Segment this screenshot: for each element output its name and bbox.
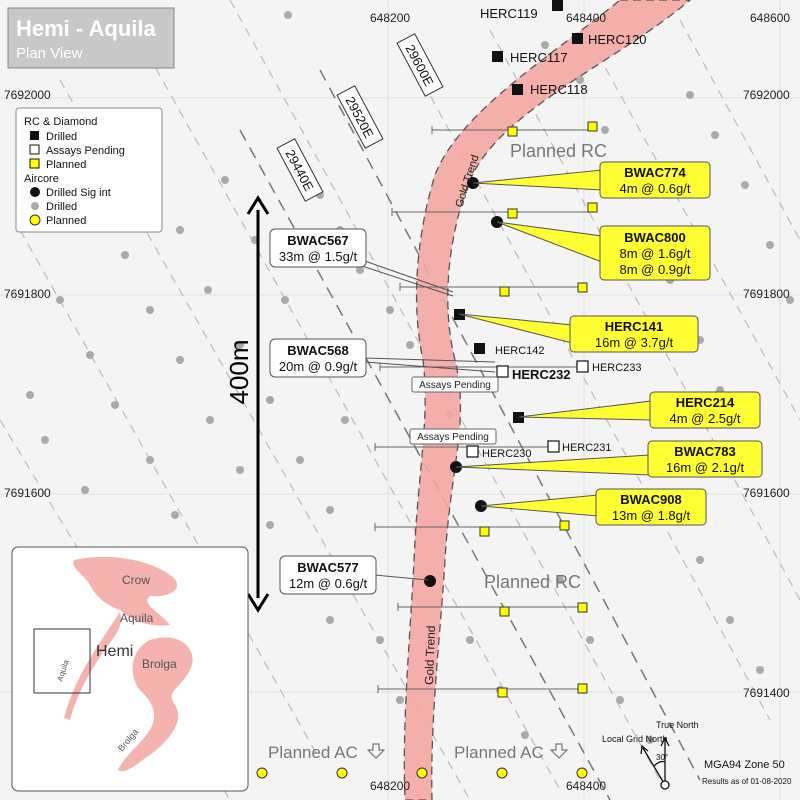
easting-label-top-1: 648200 (370, 11, 410, 25)
inset-label-crow: Crow (122, 573, 150, 587)
callout-bwac908: BWAC908 13m @ 1.8g/t (595, 488, 707, 526)
northing-label-4: 7691400 (743, 686, 790, 700)
callout-bwac800: BWAC800 8m @ 1.6g/t 8m @ 0.9g/t (599, 225, 711, 281)
svg-text:Assays Pending: Assays Pending (419, 380, 491, 391)
planned-ac-left: Planned AC (268, 743, 358, 762)
planned-rc-upper: Planned RC (510, 141, 607, 161)
legend-rc-drilled: Drilled (46, 131, 77, 143)
assays-pending-tag-1: Assays Pending (411, 376, 499, 393)
north-arrows (640, 736, 670, 790)
assays-pending-tag-2: Assays Pending (409, 428, 497, 445)
inset-map: Crow Aquila Hemi Brolga Aquila Brolga (11, 546, 249, 792)
legend-rc-pending: Assays Pending (46, 145, 125, 157)
scale-bar-label: 400m (224, 339, 254, 404)
svg-text:20m @ 0.9g/t: 20m @ 0.9g/t (279, 359, 358, 374)
callout-bwac568: BWAC568 20m @ 0.9g/t (269, 338, 367, 378)
callout-bwac567: BWAC567 33m @ 1.5g/t (269, 228, 367, 268)
hole-label-herc231: HERC231 (562, 442, 612, 454)
svg-text:BWAC800: BWAC800 (624, 230, 685, 245)
hole-label-herc233: HERC233 (592, 362, 642, 374)
easting-label-top-2: 648400 (566, 11, 606, 25)
northing-label-2: 7691800 (743, 287, 790, 301)
planned-rc-lower: Planned RC (484, 572, 581, 592)
legend: RC & Diamond Drilled Assays Pending Plan… (15, 107, 163, 233)
svg-text:BWAC774: BWAC774 (624, 165, 686, 180)
northing-label-left-2: 7691600 (4, 486, 51, 500)
callout-herc141: HERC141 16m @ 3.7g/t (569, 315, 699, 353)
svg-text:BWAC577: BWAC577 (297, 560, 358, 575)
gold-trend-label-lower: Gold Trend (422, 625, 438, 685)
easting-label-top-3: 648600 (750, 11, 790, 25)
northing-label-left-3: 7692000 (4, 88, 51, 102)
svg-text:13m @ 1.8g/t: 13m @ 1.8g/t (612, 508, 691, 523)
planned-ac-holes (256, 767, 588, 779)
svg-text:8m @ 0.9g/t: 8m @ 0.9g/t (619, 262, 690, 277)
hole-label-herc230: HERC230 (482, 448, 532, 460)
callout-leaders (361, 169, 652, 581)
north-angle-label: 30° (656, 753, 668, 762)
easting-label-bottom-2: 648400 (566, 779, 606, 793)
northing-label-1: 7692000 (743, 88, 790, 102)
callout-herc214: HERC214 4m @ 2.5g/t (649, 391, 761, 429)
svg-text:BWAC783: BWAC783 (674, 444, 735, 459)
north-true-label: True North (656, 720, 699, 730)
svg-text:4m @ 0.6g/t: 4m @ 0.6g/t (619, 181, 690, 196)
svg-text:12m @ 0.6g/t: 12m @ 0.6g/t (289, 576, 368, 591)
rc-section-lines (374, 126, 592, 693)
hole-label-herc142: HERC142 (495, 345, 545, 357)
svg-text:HERC141: HERC141 (605, 319, 664, 334)
svg-text:16m @ 2.1g/t: 16m @ 2.1g/t (666, 460, 745, 475)
easting-label-bottom-1: 648200 (370, 779, 410, 793)
hole-label-herc118: HERC118 (530, 82, 588, 97)
svg-text:4m @ 2.5g/t: 4m @ 2.5g/t (669, 411, 740, 426)
legend-ac-drilled: Drilled (46, 201, 77, 213)
hole-label-herc232: HERC232 (512, 367, 571, 382)
hole-label-herc120: HERC120 (588, 32, 647, 47)
legend-rc-planned: Planned (46, 159, 86, 171)
hole-label-herc117: HERC117 (510, 50, 568, 65)
svg-text:BWAC908: BWAC908 (620, 492, 681, 507)
svg-text:BWAC568: BWAC568 (287, 343, 348, 358)
northing-label-left-1: 7691800 (4, 287, 51, 301)
inset-label-hemi: Hemi (96, 643, 133, 660)
legend-ac-heading: Aircore (24, 173, 59, 185)
svg-text:8m @ 1.6g/t: 8m @ 1.6g/t (619, 246, 690, 261)
assays-pending-holes (466, 360, 589, 458)
callout-bwac774: BWAC774 4m @ 0.6g/t (599, 161, 711, 199)
hole-label-herc119: HERC119 (480, 6, 538, 21)
scale-bar: 400m (224, 195, 270, 613)
svg-text:HERC214: HERC214 (676, 395, 735, 410)
callout-bwac783: BWAC783 16m @ 2.1g/t (647, 440, 763, 478)
projection-label: MGA94 Zone 50 (704, 759, 785, 771)
results-date-label: Results as of 01-08-2020 (702, 777, 792, 786)
planned-rc-holes (479, 121, 598, 698)
title-sub: Plan View (16, 45, 83, 62)
legend-ac-planned: Planned (46, 215, 86, 227)
svg-text:33m @ 1.5g/t: 33m @ 1.5g/t (279, 249, 358, 264)
svg-text:Assays Pending: Assays Pending (417, 432, 489, 443)
callout-bwac577: BWAC577 12m @ 0.6g/t (279, 555, 377, 595)
svg-text:BWAC567: BWAC567 (287, 233, 348, 248)
title-main: Hemi - Aquila (16, 16, 157, 41)
legend-rc-heading: RC & Diamond (24, 116, 97, 128)
planned-ac-arrow-icon (366, 743, 569, 759)
inset-label-aquila: Aquila (120, 611, 154, 625)
legend-ac-sig: Drilled Sig int (46, 187, 111, 199)
svg-text:16m @ 3.7g/t: 16m @ 3.7g/t (595, 335, 674, 350)
planned-ac-right: Planned AC (454, 743, 544, 762)
north-local-label: Local Grid North (602, 734, 668, 744)
map-title: Hemi - Aquila Plan View (7, 7, 175, 69)
northing-label-3: 7691600 (743, 486, 790, 500)
inset-label-brolga: Brolga (142, 657, 177, 671)
